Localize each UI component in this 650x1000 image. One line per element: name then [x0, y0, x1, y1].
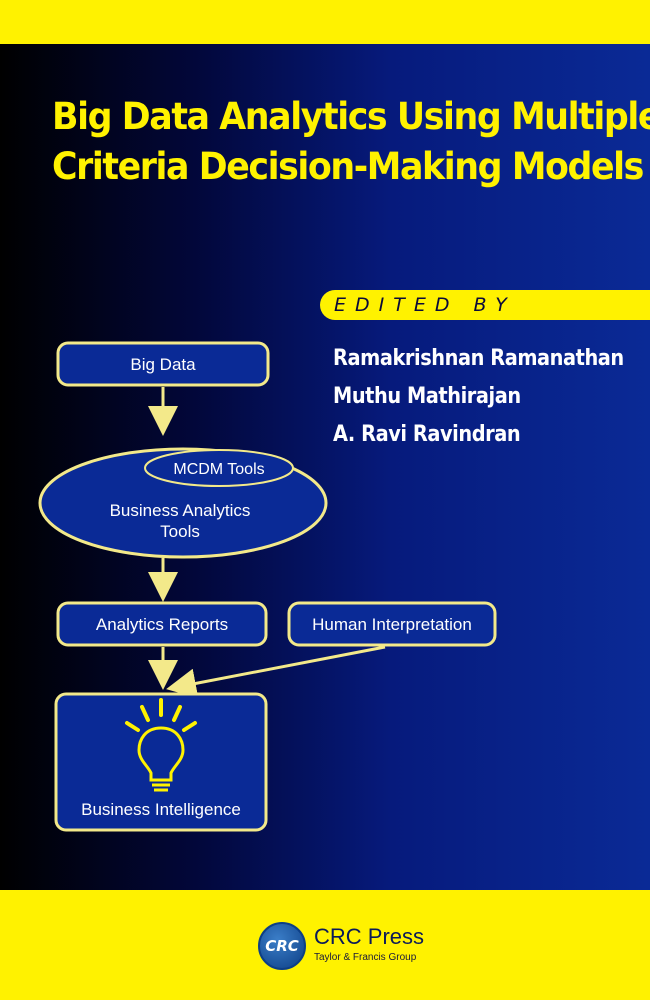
book-title-line-2: Criteria Decision-Making Models	[52, 145, 644, 188]
business-analytics-tools-node: MCDM Tools Business Analytics Tools	[38, 447, 328, 559]
top-yellow-band	[0, 0, 650, 44]
human-interpretation-node: Human Interpretation	[287, 601, 497, 647]
analytics-reports-label: Analytics Reports	[96, 615, 228, 634]
editor-list: Ramakrishnan Ramanathan Muthu Mathirajan…	[333, 340, 650, 454]
publisher-group: Taylor & Francis Group	[314, 952, 417, 963]
editor-name: Muthu Mathirajan	[333, 384, 521, 409]
mcdm-tools-label: MCDM Tools	[173, 461, 264, 478]
publisher-block: CRC Press Taylor & Francis Group	[314, 924, 424, 963]
edited-by-label: EDITED BY	[334, 294, 516, 316]
tools-label: Tools	[160, 522, 200, 541]
mcdm-tools-ellipse	[144, 449, 294, 487]
editor-name: Ramakrishnan Ramanathan	[333, 346, 624, 371]
big-data-node: Big Data	[56, 341, 270, 387]
bottom-yellow-band	[0, 890, 650, 1000]
edited-by-bar	[320, 290, 650, 320]
crc-logo-icon: CRC	[258, 922, 306, 970]
crc-logo-text: CRC	[265, 937, 299, 955]
business-intelligence-node: Business Intelligence	[54, 692, 268, 832]
publisher-name: CRC Press	[314, 924, 425, 949]
human-interpretation-label: Human Interpretation	[312, 615, 472, 634]
book-title-line-1: Big Data Analytics Using Multiple	[52, 95, 650, 138]
big-data-label: Big Data	[130, 355, 196, 374]
flow-diagram: Big Data MCDM Tools Business Analytics T…	[38, 341, 497, 832]
business-analytics-label: Business Analytics	[110, 501, 251, 520]
editor-name: A. Ravi Ravindran	[333, 422, 521, 447]
analytics-reports-node: Analytics Reports	[56, 601, 268, 647]
book-title: Big Data Analytics Using Multiple Criter…	[52, 92, 650, 192]
business-intelligence-label: Business Intelligence	[81, 800, 241, 819]
arrow-diagonal	[166, 645, 386, 699]
light-bulb-icon	[125, 698, 197, 792]
